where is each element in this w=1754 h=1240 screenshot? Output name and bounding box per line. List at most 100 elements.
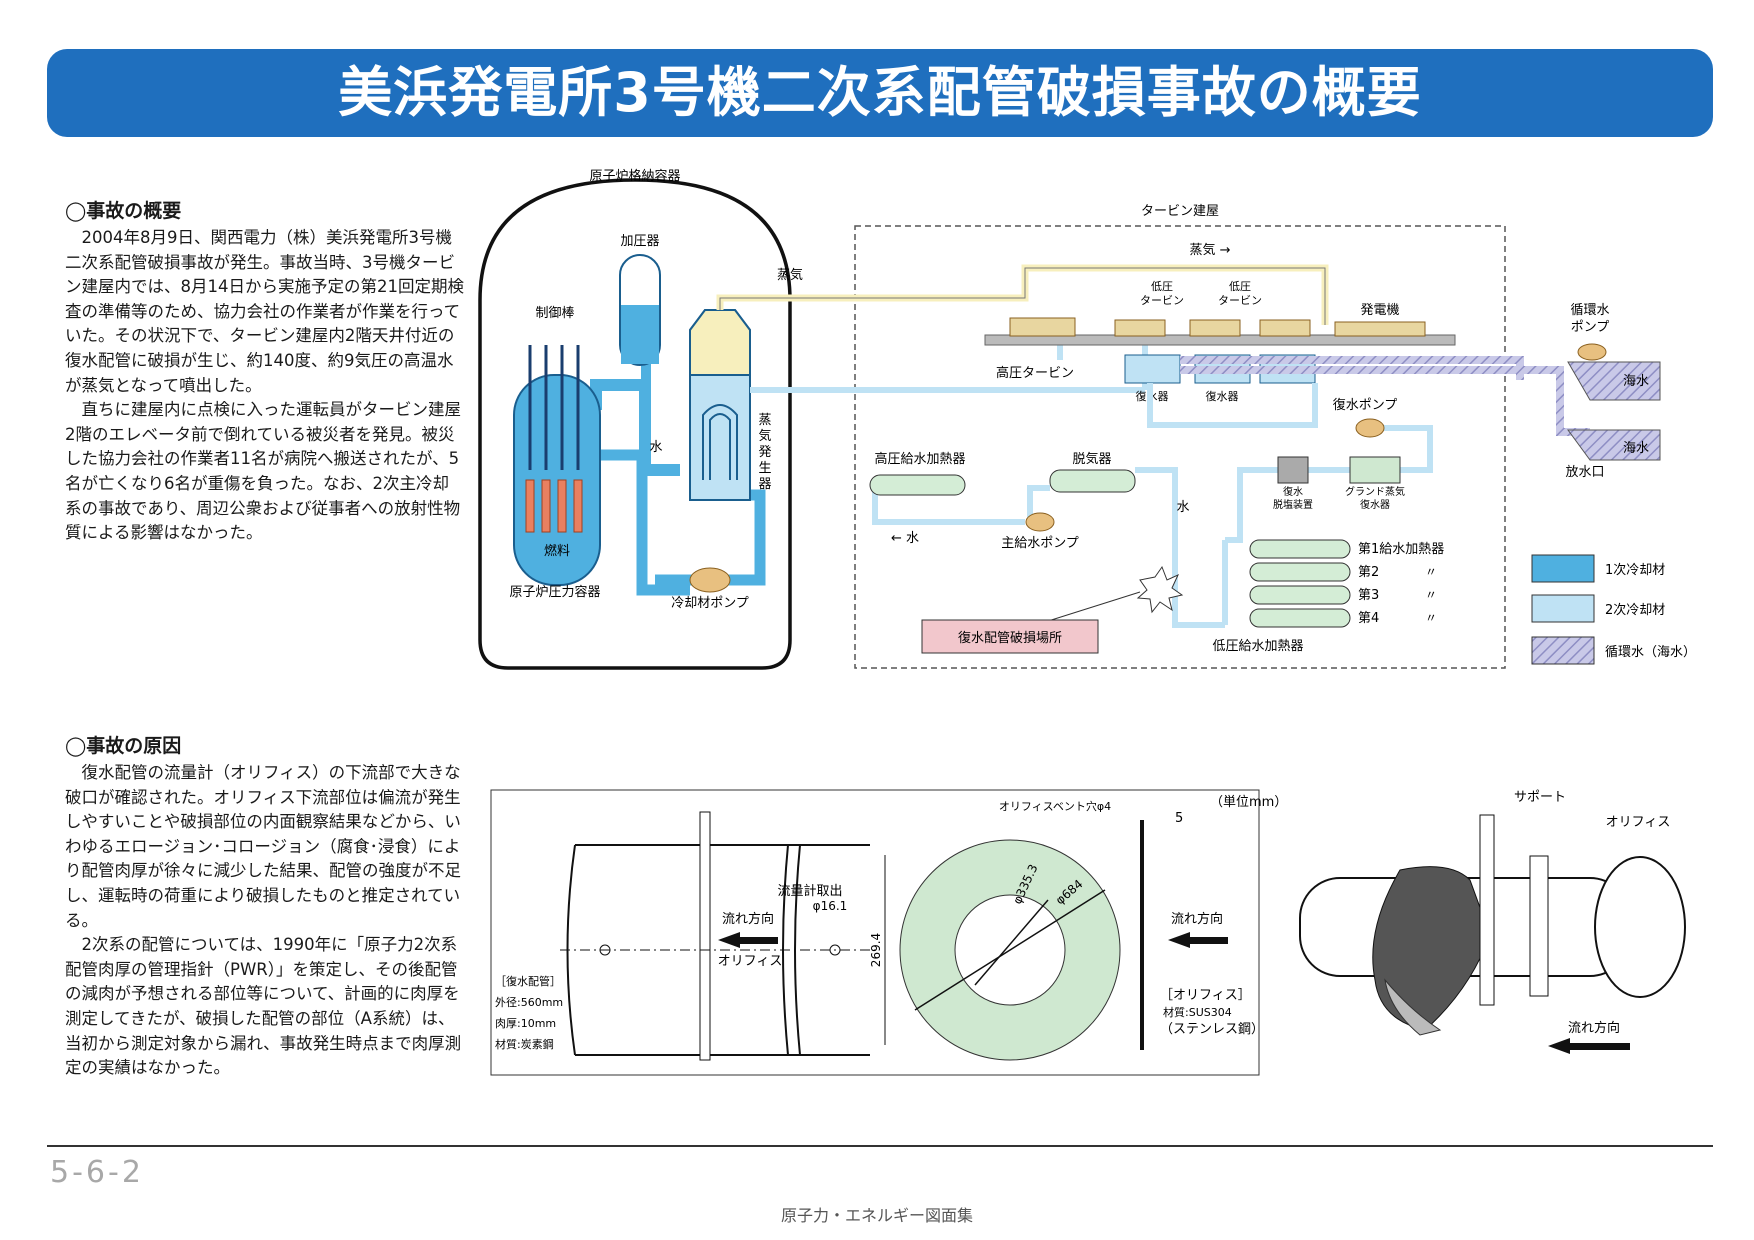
legend-label-secondary: 2次冷却材 (1605, 602, 1665, 618)
svg-text:ポンプ: ポンプ (1571, 320, 1610, 335)
section-heading-cause: ◯事故の原因 (65, 735, 182, 757)
svg-text:［復水配管］: ［復水配管］ (495, 974, 561, 988)
support-label: サポート (1514, 790, 1566, 805)
svg-text:流量計取出: 流量計取出 (777, 883, 842, 899)
water-label-secondary: 水 (1176, 500, 1189, 515)
generator (1334, 321, 1426, 337)
gland-condenser-label: グランド蒸気 復水器 (1345, 485, 1405, 511)
unit-label: （単位mm） (1210, 794, 1287, 810)
flow-dir-label-3: 流れ方向 (1568, 1020, 1620, 1036)
break-burst-icon (1136, 565, 1184, 614)
orifice-flange (1529, 855, 1549, 997)
page-title: 美浜発電所3号機二次系配管破損事故の概要 (338, 61, 1422, 124)
svg-text:復水: 復水 (1283, 485, 1303, 498)
steam-arrow-label: 蒸気 → (1189, 242, 1230, 258)
pipe-spec-label: ［復水配管］ 外径:560mm 肉厚:10mm 材質:炭素鋼 (495, 974, 563, 1051)
svg-text:器: 器 (758, 477, 771, 492)
demineralizer-label: 復水 脱塩装置 (1273, 485, 1313, 511)
svg-text:（ステンレス鋼）: （ステンレス鋼） (1160, 1022, 1264, 1037)
turbine-building-outline (854, 225, 1506, 669)
legend-swatch-seawater (1531, 636, 1595, 665)
coolant-pump-label: 冷却材ポンプ (671, 596, 749, 611)
legend-swatch-secondary (1531, 594, 1595, 623)
legend-label-seawater: 循環水（海水） (1605, 645, 1696, 660)
water-label-primary: 水 (649, 440, 662, 455)
svg-text:発: 発 (758, 445, 771, 460)
svg-text:循環水: 循環水 (1570, 303, 1609, 318)
orifice-spec-label: ［オリフィス］ 材質:SUS304 （ステンレス鋼） (1160, 988, 1264, 1037)
fuel-label: 燃料 (544, 543, 570, 559)
orifice-label-sketch: オリフィス (1606, 815, 1671, 830)
condensate-pump-label: 復水ポンプ (1333, 397, 1398, 413)
seawater-intake (1567, 361, 1661, 401)
break-location-label: 復水配管破損場所 (958, 630, 1062, 646)
svg-text:材質:SUS304: 材質:SUS304 (1163, 1005, 1232, 1019)
hp-turbine-label: 高圧タービン (996, 365, 1074, 381)
lp-heater-label: 低圧給水加熱器 (1212, 639, 1303, 654)
condensate-pump (1355, 418, 1385, 438)
orifice-plate (699, 811, 711, 1061)
lp-turbine-1 (1114, 319, 1166, 337)
dim-2694-label: 269.4 (869, 933, 883, 967)
svg-text:肉厚:10mm: 肉厚:10mm (495, 1017, 556, 1030)
circ-pump (1577, 343, 1607, 361)
seawater-label-2: 海水 (1623, 441, 1649, 456)
hp-turbine (1009, 317, 1076, 337)
svg-text:生: 生 (758, 461, 771, 476)
section-heading-overview: ◯事故の概要 (65, 200, 182, 222)
lp-turbine-label-1: 低圧 タービン (1140, 280, 1184, 307)
flow-arrow-icon-2 (1168, 932, 1228, 948)
svg-text:グランド蒸気: グランド蒸気 (1345, 485, 1405, 498)
svg-text:［オリフィス］: ［オリフィス］ (1160, 988, 1251, 1003)
lp-turbine-2 (1189, 319, 1241, 337)
containment-label: 原子炉格納容器 (589, 168, 680, 184)
svg-text:脱塩装置: 脱塩装置 (1273, 498, 1313, 511)
orifice-diagram-frame (490, 789, 1260, 1076)
break-location-box (921, 619, 1099, 654)
footer-caption: 原子力・エネルギー図面集 (780, 1206, 973, 1225)
condenser-label-2: 復水器 (1206, 390, 1239, 403)
water-arrow-label: ← 水 (891, 531, 919, 546)
ditto-mark-2: 〃 (1425, 588, 1437, 602)
containment-vessel (478, 178, 792, 670)
lp-heater-2-label: 第2 (1358, 565, 1379, 580)
vent-hole-label: オリフィスベント穴φ4 (999, 799, 1111, 813)
main-feed-pump-label: 主給水ポンプ (1001, 536, 1079, 551)
overview-paragraph-2: 直ちに建屋内に点検に入った運転員がタービン建屋2階のエレベータ前で倒れている被災… (65, 400, 461, 543)
control-rod-label: 制御棒 (535, 306, 574, 321)
svg-text:タービン: タービン (1140, 294, 1184, 307)
pipe-support (1479, 814, 1495, 1006)
svg-text:低圧: 低圧 (1151, 280, 1173, 293)
flow-dir-label-1: 流れ方向 (722, 911, 774, 927)
coolant-pump (689, 567, 731, 593)
seawater-discharge (1567, 429, 1661, 461)
ditto-mark-3: 〃 (1425, 611, 1437, 625)
svg-text:復水器: 復水器 (1360, 498, 1390, 511)
svg-text:外径:560mm: 外径:560mm (495, 996, 563, 1009)
cause-paragraph-2: 2次系の配管については、1990年に「原子力2次系配管肉厚の管理指針（PWR）」… (65, 935, 462, 1078)
deaerator (1049, 469, 1136, 493)
thickness-label: 5 (1175, 811, 1183, 826)
demineralizer (1277, 456, 1309, 484)
svg-text:気: 気 (758, 428, 771, 444)
steam-generator-label: 蒸 気 発 生 器 (758, 413, 771, 492)
page-number: 5-6-2 (50, 1155, 144, 1190)
overview-paragraph-1: 2004年8月9日、関西電力（株）美浜発電所3号機二次系配管破損事故が発生。事故… (65, 228, 464, 395)
deaerator-label: 脱気器 (1072, 451, 1111, 467)
discharge-label: 放水口 (1565, 465, 1604, 480)
orifice-label-detail: オリフィス (718, 954, 783, 969)
legend-swatch-primary (1531, 554, 1595, 583)
legend-label-primary: 1次冷却材 (1605, 562, 1665, 578)
main-feed-pump (1025, 512, 1055, 532)
svg-text:蒸: 蒸 (758, 413, 771, 428)
generator-label: 発電機 (1360, 303, 1399, 318)
flow-dir-label-2: 流れ方向 (1171, 911, 1223, 927)
title-bar: 美浜発電所3号機二次系配管破損事故の概要 (47, 49, 1713, 137)
circ-pump-label: 循環水 ポンプ (1570, 303, 1609, 335)
overview-text: 2004年8月9日、関西電力（株）美浜発電所3号機二次系配管破損事故が発生。事故… (65, 226, 465, 546)
svg-text:材質:炭素鋼: 材質:炭素鋼 (495, 1037, 554, 1051)
cause-paragraph-1: 復水配管の流量計（オリフィス）の下流部で大きな破口が確認された。オリフィス下流部… (65, 763, 461, 930)
flow-tap-label: 流量計取出 φ16.1 (777, 883, 847, 913)
ditto-mark-1: 〃 (1425, 565, 1437, 579)
lp-turbine-label-2: 低圧 タービン (1218, 280, 1262, 307)
